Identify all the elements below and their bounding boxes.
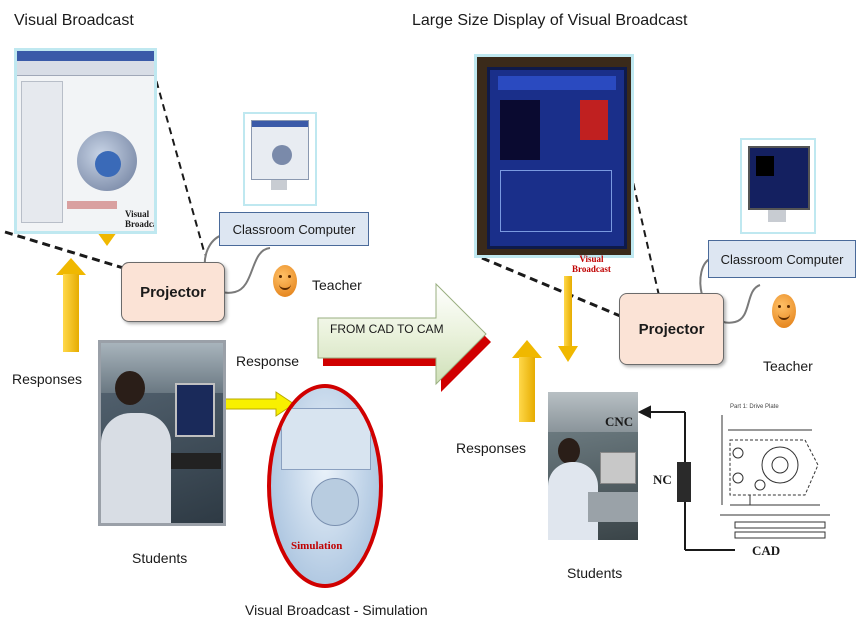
software-screenshot: Visual Broadcast [14, 48, 157, 234]
left-title: Visual Broadcast [14, 12, 134, 29]
right-title: Large Size Display of Visual Broadcast [412, 12, 688, 29]
cnc-label: CNC [605, 414, 634, 429]
responses-label: Responses [12, 371, 83, 387]
teacher-label: Teacher [312, 277, 362, 293]
bottom-caption: Visual Broadcast - Simulation [245, 602, 428, 618]
classroom-computer-monitor [243, 112, 317, 206]
yellow-up-arrow-icon [56, 258, 86, 352]
teacher-face-icon-r [772, 294, 796, 328]
yellow-up-arrow-icon-r [512, 340, 542, 422]
classroom-computer-monitor-r [740, 138, 816, 234]
projection-line-left [4, 230, 131, 272]
left-screen-caption: Visual Broadcast [125, 209, 157, 229]
responses-label-r: Responses [456, 440, 527, 456]
teacher-label-r: Teacher [763, 358, 813, 374]
students-label-r: Students [567, 565, 623, 581]
projector-cable-icon-r [699, 257, 761, 324]
classroom-computer-box-r: Classroom Computer [708, 240, 856, 278]
cad-to-cam-arrow-icon [317, 282, 491, 392]
teacher-face-icon [273, 265, 297, 297]
students-photo-r [548, 392, 638, 540]
large-display-monitor [474, 54, 634, 258]
students-photo [98, 340, 226, 526]
simulation-circle: Simulation [267, 384, 383, 588]
drawing-title: Part 1: Drive Plate [730, 404, 779, 410]
students-label: Students [132, 550, 188, 566]
cad-to-cam-label: FROM CAD TO CAM [330, 322, 444, 336]
right-screen-caption: Visual Broadcast [572, 254, 611, 274]
cad-label: CAD [752, 543, 781, 558]
yellow-down-arrow-icon-r [558, 276, 578, 362]
projector-cable-icon [203, 234, 271, 294]
projection-line-right [149, 57, 206, 256]
classroom-computer-box: Classroom Computer [219, 212, 369, 246]
simulation-caption: Simulation [291, 540, 343, 552]
nc-label: NC [653, 472, 672, 487]
projector-box: Projector [121, 262, 225, 322]
drive-plate-drawing [720, 415, 830, 539]
projector-box-r: Projector [619, 293, 724, 365]
response-label: Response [236, 353, 300, 369]
nc-block [677, 462, 691, 502]
